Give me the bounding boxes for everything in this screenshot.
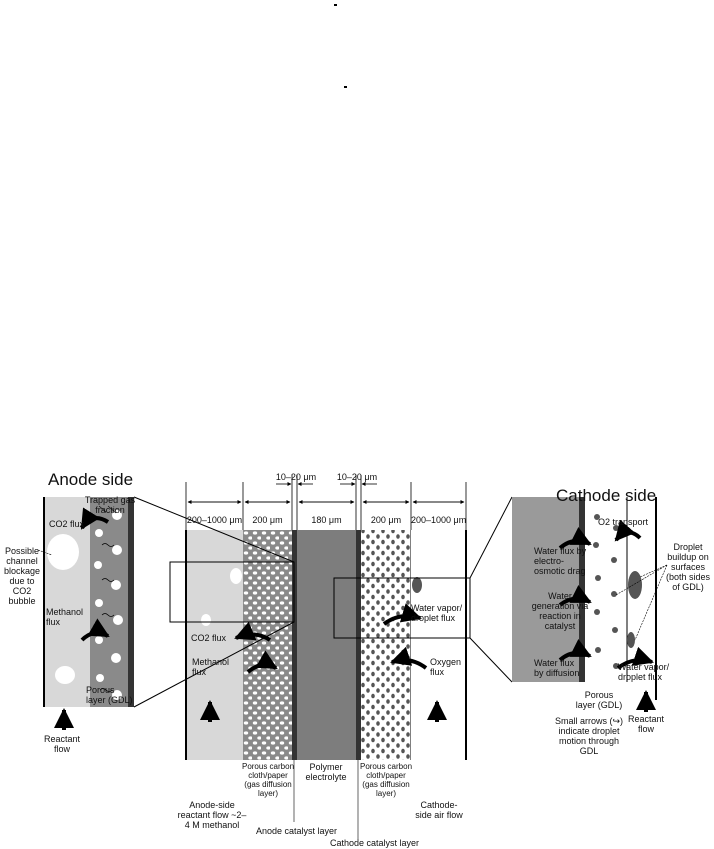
- water-vapor-label-cathode: Water vapor/ droplet flux: [618, 662, 670, 682]
- middle-stack: [133, 475, 513, 840]
- methanol-flux-arrow-mid: [246, 650, 278, 674]
- stray-mark-top: [334, 4, 337, 6]
- reactant-flow-label-anode: Reactant flow: [43, 734, 81, 754]
- cathode-catalyst-detail: [512, 497, 579, 682]
- co2-bubble: [47, 534, 79, 570]
- cathode-gdl: [361, 530, 411, 760]
- methanol-flux-label-anode: Methanol flux: [46, 607, 84, 627]
- anode-detail: [37, 497, 134, 730]
- anode-gdl-label: Porous carbon cloth/paper (gas diffusion…: [241, 762, 295, 798]
- droplet-buildup-label: Droplet buildup on surfaces (both sides …: [665, 542, 711, 592]
- water-drag-label: Water flux by electro- osmotic drag: [534, 546, 587, 576]
- dim-anode-cl: 10–20 μm: [275, 472, 317, 482]
- polymer-electrolyte-label: Polymer electrolyte: [305, 762, 347, 782]
- cathode-detail: [512, 497, 668, 712]
- cathode-gdl-label: Porous carbon cloth/paper (gas diffusion…: [359, 762, 413, 798]
- anode-zoom-box: [169, 561, 295, 623]
- dim-cathode-cl: 10–20 μm: [336, 472, 378, 482]
- methanol-flux-label-mid: Methanol flux: [192, 657, 230, 677]
- cathode-droplet: [412, 577, 422, 593]
- cathode-title: Cathode side: [556, 486, 657, 505]
- anode-catalyst-edge: [128, 497, 134, 707]
- anode-catalyst-label: Anode catalyst layer: [256, 826, 338, 836]
- stray-mark-middle: [344, 86, 347, 88]
- co2-flux-arrow: [80, 507, 110, 530]
- oxygen-flux-arrow: [390, 646, 428, 670]
- trapped-gas-bubbles: [94, 510, 123, 700]
- co2-flux-label-anode: CO2 flux: [49, 519, 85, 529]
- water-vapor-label-mid: Water vapor/ droplet flux: [411, 603, 463, 623]
- cathode-flow-channel: [411, 530, 466, 760]
- cathode-catalyst-layer: [356, 530, 361, 760]
- dimension-lines: [185, 475, 467, 530]
- water-generation-label: Water generation via reaction in catalys…: [531, 591, 589, 631]
- anode-catalyst-layer: [292, 530, 297, 760]
- co2-bubble-small: [55, 666, 75, 684]
- anode-title: Anode side: [48, 470, 134, 489]
- droplets: [593, 514, 642, 669]
- o2-transport-arrow: [614, 519, 642, 542]
- channel-blockage-label: Possible channel blockage due to CO2 bub…: [3, 546, 41, 606]
- o2-transport-label: O2 transport: [598, 517, 649, 527]
- trapped-gas-label: Trapped gas fraction: [84, 495, 136, 515]
- porous-layer-label-anode: Porous layer (GDL): [86, 685, 133, 705]
- co2-flux-arrow-mid: [234, 621, 272, 642]
- cathode-zoom-box: [333, 577, 471, 639]
- water-flux-arrow-mid: [382, 603, 422, 626]
- anode-flow-channel: [186, 530, 243, 760]
- methanol-flux-arrow: [80, 618, 110, 642]
- oxygen-flux-label: Oxygen flux: [430, 657, 462, 677]
- anode-reactant-label: Anode-side reactant flow ~2–4 M methanol: [177, 800, 247, 830]
- small-arrows-label: Small arrows (↪) indicate droplet motion…: [554, 716, 624, 756]
- reactant-flow-label-cathode: Reactant flow: [627, 714, 665, 734]
- polymer-electrolyte: [297, 530, 356, 760]
- water-diffusion-label: Water flux by diffusion: [534, 658, 580, 678]
- cathode-air-label: Cathode-side air flow: [415, 800, 463, 820]
- dim-membrane: 180 μm: [311, 515, 342, 525]
- dim-anode-channel: 200–1000 μm: [186, 515, 243, 525]
- dim-cathode-gdl: 200 μm: [370, 515, 402, 525]
- dim-anode-gdl: 200 μm: [252, 515, 283, 525]
- cathode-catalyst-label: Cathode catalyst layer: [330, 838, 420, 848]
- dim-cathode-channel: 200–1000 μm: [411, 515, 467, 525]
- porous-layer-label-cathode: Porous layer (GDL): [575, 690, 623, 710]
- co2-flux-label-mid: CO2 flux: [191, 633, 227, 643]
